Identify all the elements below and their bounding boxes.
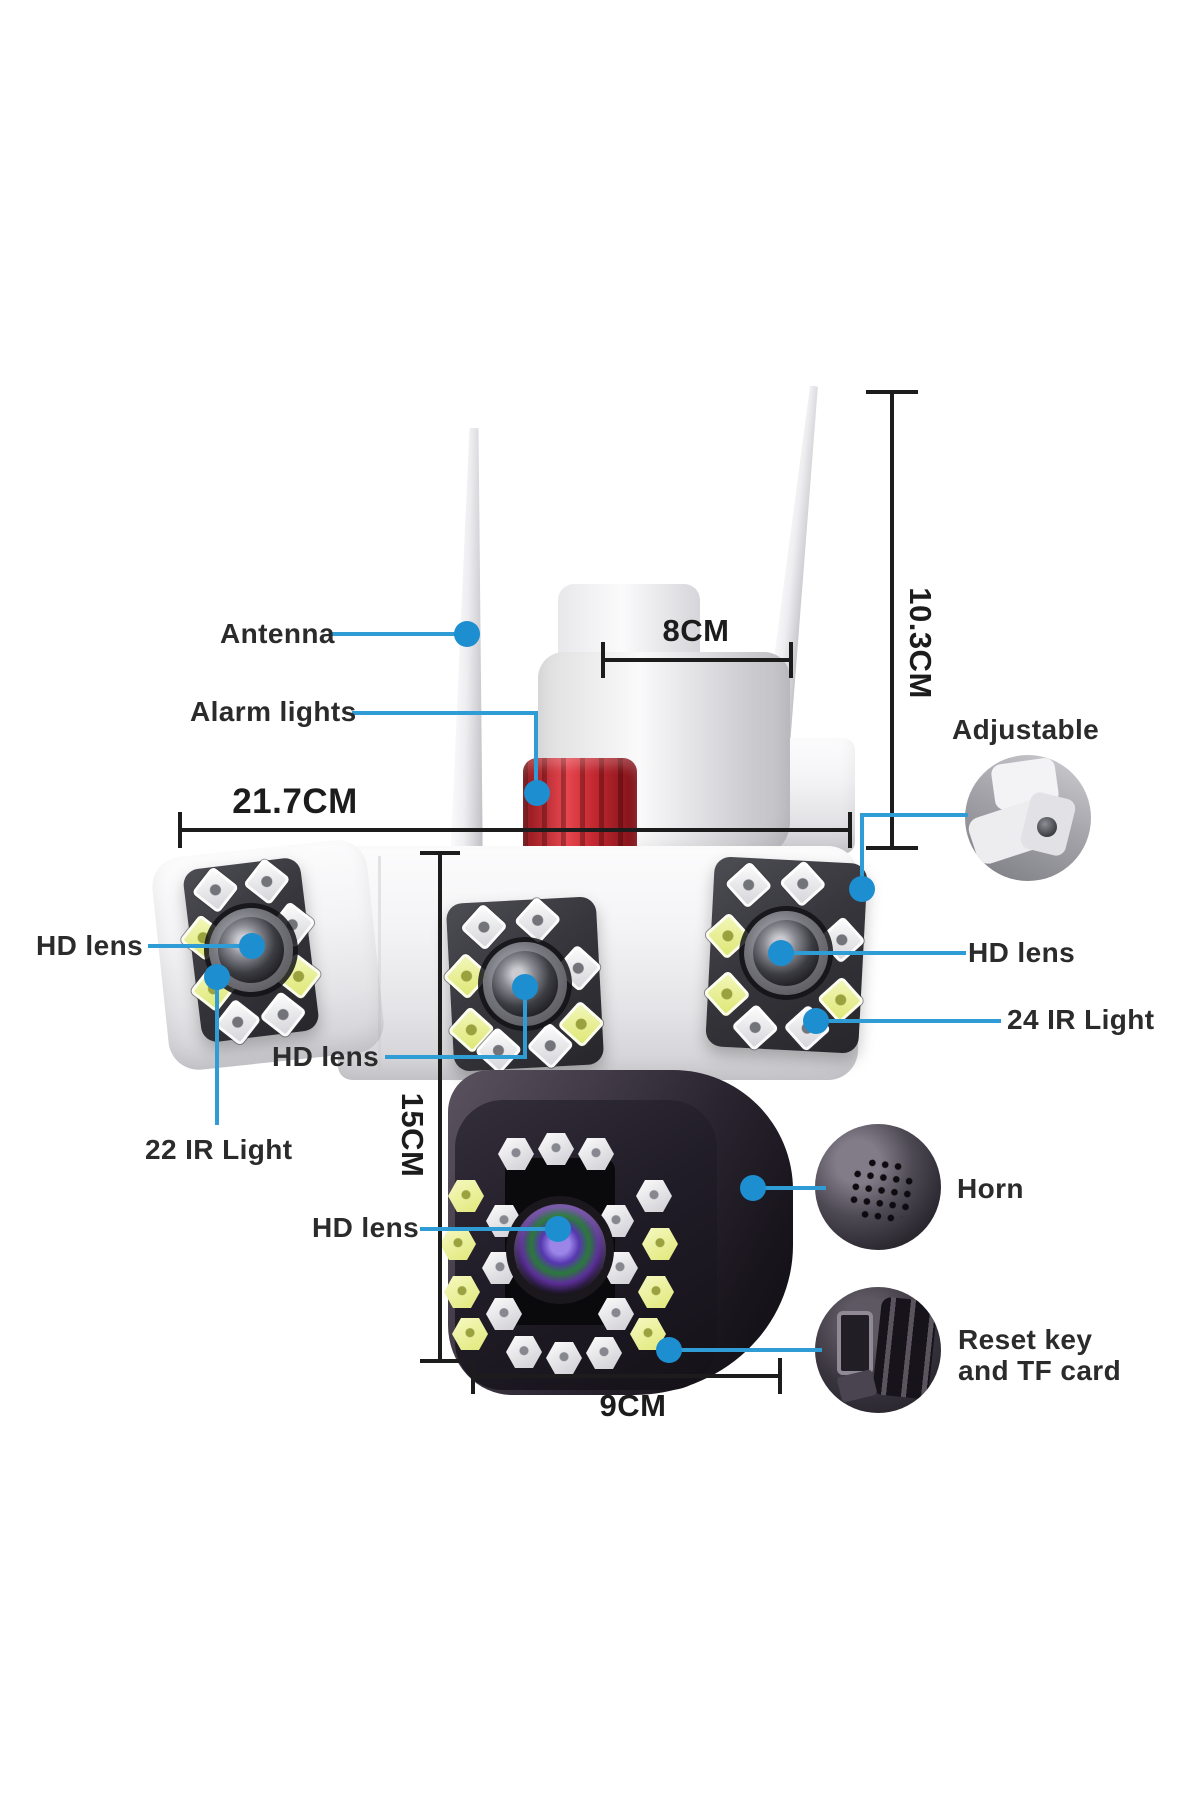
ir-led xyxy=(513,896,562,945)
dim-8cm-tick-right xyxy=(789,642,793,678)
dim-15cm-tick-bottom xyxy=(420,1359,460,1363)
adjustable-leader-h xyxy=(860,813,968,817)
hex-led xyxy=(440,1228,476,1260)
adjustable-leader-v xyxy=(860,813,864,889)
dim-10cm-line xyxy=(890,392,894,850)
antenna-leader xyxy=(332,632,468,636)
alarm-beacon xyxy=(523,758,637,857)
dim-9cm-line xyxy=(473,1374,780,1378)
ir22-leader xyxy=(215,975,219,1125)
ir-led xyxy=(702,969,751,1018)
pod-seam xyxy=(378,856,381,1070)
dim-8cm-tick-left xyxy=(601,642,605,678)
ir24-leader xyxy=(817,1019,1001,1023)
alarm-lights-label: Alarm lights xyxy=(190,696,357,727)
hex-led xyxy=(498,1138,534,1170)
hd-lens-left-dot xyxy=(239,933,265,959)
hd-lens-left-leader xyxy=(148,944,254,948)
hex-led xyxy=(452,1318,488,1350)
hex-led xyxy=(642,1228,678,1260)
ir22-dot xyxy=(204,964,230,990)
adjustable-inset-photo xyxy=(965,755,1091,881)
hex-led xyxy=(586,1337,622,1369)
hd-lens-bottom-dot xyxy=(545,1216,571,1242)
horn-inset-photo xyxy=(815,1124,941,1250)
dim-8cm-label: 8CM xyxy=(662,613,730,648)
dim-15cm-label: 15CM xyxy=(395,1092,430,1178)
hd-lens-right-label: HD lens xyxy=(968,937,1076,968)
horn-leader xyxy=(754,1186,826,1190)
dim-15cm-tick-top xyxy=(420,851,460,855)
adjustable-label: Adjustable xyxy=(952,714,1100,745)
hd-lens-bottom-leader xyxy=(420,1227,560,1231)
dim-21cm-line xyxy=(180,828,850,832)
hd-lens-center-leader-v xyxy=(523,985,527,1059)
adjustable-dot xyxy=(849,876,875,902)
reset-label-line2: and TF card xyxy=(958,1355,1122,1386)
alarm-leader-v xyxy=(534,711,538,793)
dim-9cm-label: 9CM xyxy=(599,1388,667,1423)
antenna-label: Antenna xyxy=(220,618,335,649)
hd-lens-bottom-label: HD lens xyxy=(312,1212,420,1243)
hex-led xyxy=(598,1298,634,1330)
dim-21cm-tick-right xyxy=(848,812,852,848)
hex-led xyxy=(538,1133,574,1165)
hd-lens-center-label: HD lens xyxy=(272,1041,380,1072)
reset-tf-inset-photo xyxy=(815,1287,941,1413)
hex-led xyxy=(636,1180,672,1212)
hex-led xyxy=(598,1205,634,1237)
dim-9cm-tick-right xyxy=(778,1358,782,1394)
dim-10cm-label: 10.3CM xyxy=(903,587,938,699)
bracket-screw xyxy=(1037,817,1057,837)
hex-led xyxy=(486,1298,522,1330)
hex-led xyxy=(448,1180,484,1212)
reset-leader xyxy=(670,1348,822,1352)
dim-8cm-line xyxy=(603,658,791,662)
horn-dot xyxy=(740,1175,766,1201)
reset-label: Reset key and TF card xyxy=(958,1324,1121,1386)
hex-led xyxy=(444,1276,480,1308)
horn-label: Horn xyxy=(957,1173,1024,1204)
reset-dot xyxy=(656,1337,682,1363)
speaker-holes xyxy=(844,1153,920,1229)
hex-led xyxy=(546,1342,582,1374)
tf-card-slot xyxy=(837,1311,873,1375)
ir-led xyxy=(724,860,773,909)
dim-21cm-tick-left xyxy=(178,812,182,848)
ir-led xyxy=(778,859,827,908)
reset-label-line1: Reset key xyxy=(958,1324,1093,1355)
hex-led xyxy=(486,1205,522,1237)
hd-lens-right-leader xyxy=(782,951,966,955)
ir24-dot xyxy=(803,1008,829,1034)
dim-9cm-tick-left xyxy=(471,1358,475,1394)
hd-lens-center-leader-h xyxy=(385,1055,527,1059)
antenna-dot xyxy=(454,621,480,647)
hex-led xyxy=(578,1138,614,1170)
hex-led xyxy=(638,1276,674,1308)
dim-15cm-line xyxy=(438,853,442,1363)
hd-lens-left-label: HD lens xyxy=(36,930,144,961)
ir-led xyxy=(731,1003,780,1052)
vent-grille xyxy=(872,1296,938,1400)
hex-led xyxy=(482,1252,518,1284)
ir-led xyxy=(191,866,240,914)
dim-10cm-tick-bottom xyxy=(866,846,918,850)
alarm-leader-h xyxy=(352,711,538,715)
dim-21cm-label: 21.7CM xyxy=(232,782,358,821)
ir-led xyxy=(242,857,291,906)
hd-lens-right-dot xyxy=(768,940,794,966)
hd-lens-center-dot xyxy=(512,974,538,1000)
ir24-label: 24 IR Light xyxy=(1007,1004,1155,1035)
hex-led xyxy=(506,1336,542,1368)
alarm-dot xyxy=(524,780,550,806)
dim-10cm-tick-top xyxy=(866,390,918,394)
hex-led xyxy=(602,1252,638,1284)
ir22-label: 22 IR Light xyxy=(145,1134,293,1165)
ir-led xyxy=(459,903,508,952)
